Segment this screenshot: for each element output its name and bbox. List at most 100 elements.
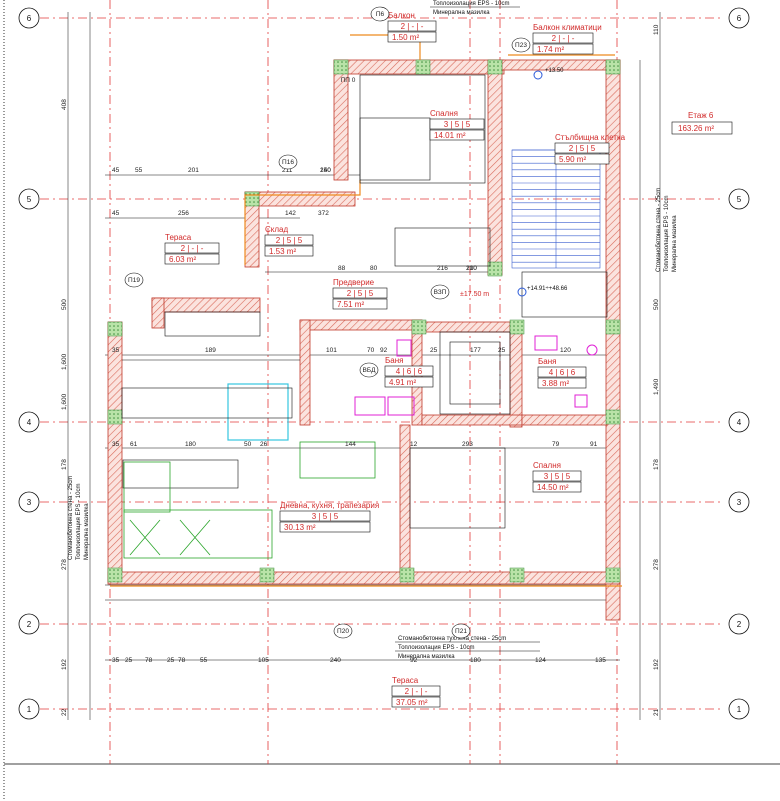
room-code: 4 | 6 | 6 [396,367,423,376]
dim-mid-2: 216 [437,265,448,272]
dim-row5-4: 26 [260,441,268,448]
dim-row5-5: 144 [345,441,356,448]
room-name: Склад [265,225,288,234]
axis-label: 4 [27,418,32,427]
dim-right-v-3: 178 [653,459,660,470]
tag-0: П6 [370,6,390,22]
dim-top-0: 45 [112,167,120,174]
dim-bottom-4: 78 [178,657,186,664]
dim-top-1: 55 [135,167,143,174]
room-area: 6.03 m² [169,255,196,264]
axis-label: 1 [27,705,32,714]
axis-bubble-right-3: 4 [728,411,750,433]
dim-mid-3: 100 [466,265,477,272]
room-code: 2 | - | - [552,34,575,43]
dim-left-v-0: 408 [61,99,68,110]
dim-row2-0: 45 [112,210,120,217]
dim-left-v-7: 22 [61,708,68,716]
tag-label: П21 [455,628,467,635]
axis-bubble-left-2: 5 [18,188,40,210]
room-name: Балкон [388,11,415,20]
axis-label: 2 [27,620,32,629]
room-code: 2 | - | - [405,687,428,696]
room-area: 30.13 m² [284,523,316,532]
room-area: 1.50 m² [392,33,419,42]
dim-row4-6: 177 [470,347,481,354]
note-left-2: Топлоизолация EPS - 10cm [76,484,82,560]
level-marks: +13.50 +14.91÷+48.66 ±17.50 m [460,68,568,298]
room-area: 14.01 m² [434,131,466,140]
room-label-balcony: Балкон 2 | - | - 1.50 m² [387,11,437,43]
dim-top-3: 211 [282,167,293,174]
room-label-living: Дневна, кухня, трапезария 3 | 5 | 5 30.13 … [279,501,379,533]
dim-left-v-4: 178 [61,459,68,470]
room-labels: Балкон 2 | - | - 1.50 m² Балкон климатици 2 … [164,11,626,708]
note-bottom-3: Минерална мазилка [398,654,455,660]
room-code: 3 | 5 | 5 [312,512,339,521]
dim-bottom-7: 240 [330,657,341,664]
dim-right-v-6: 21 [653,708,660,716]
room-name: Балкон климатици [533,23,602,32]
dim-bottom-0: 35 [112,657,120,664]
axis-label: 5 [27,195,32,204]
note-right-1: Стоманобетонна стена - 25cm [656,188,662,272]
dim-row5-9: 91 [590,441,598,448]
room-code: 2 | - | - [401,22,424,31]
dim-row5-0: 35 [112,441,120,448]
dim-row5-1: 61 [130,441,138,448]
floor-label-title: Етаж 6 [688,111,714,120]
room-name: Баня [385,356,403,365]
dim-right-v-1: 500 [653,299,660,310]
tag-4: П20 [333,623,353,639]
room-code: 3 | 5 | 5 [444,120,471,129]
axis-bubble-left-6: 1 [18,698,40,720]
tag-1: П23 [511,37,531,53]
room-name: Предверие [333,278,375,287]
room-area: 14.50 m² [537,483,569,492]
slab-outline [110,34,622,587]
level-lift: ±17.50 m [460,291,489,298]
axis-label: 3 [27,498,32,507]
note-bottom-1: Стоманобетонна тухлена стена - 25cm [398,636,506,642]
axis-bubble-right-2: 5 [728,188,750,210]
floor-label-area: 163.26 m² [678,124,714,133]
dim-row2-3: 142 [285,210,296,217]
room-code: 2 | 5 | 5 [569,144,596,153]
dim-row4-2: 101 [326,347,337,354]
dim-right-v-0: 110 [653,24,660,35]
dim-row5-3: 50 [244,441,252,448]
axis-label: 1 [737,705,742,714]
level-top: +13.50 [545,68,564,74]
notes-left: Стоманобетонна стена - 25cm Топлоизолаци… [68,476,90,560]
axis-bubble-right-5: 2 [728,613,750,635]
dim-row2-2: 372 [318,210,329,217]
tag-6: ВЗП [430,284,450,300]
room-area: 7.51 m² [337,300,364,309]
level-mid: +14.91÷+48.66 [527,286,568,292]
dim-bottom-1: 25 [125,657,133,664]
axis-label: 6 [737,14,742,23]
dim-bottom-5: 55 [200,657,208,664]
dim-left-v-2: 1,600 [61,353,68,370]
room-code: 4 | 6 | 6 [549,368,576,377]
axis-label: 2 [737,620,742,629]
room-area: 37.05 m² [396,698,428,707]
dim-right-v-5: 192 [653,659,660,670]
tag-5: П21 [451,623,471,639]
room-code: 2 | 5 | 5 [276,236,303,245]
room-area: 5.90 m² [559,155,586,164]
room-name: Дневна, кухня, трапезария [280,501,379,510]
dim-left-v-5: 278 [61,559,68,570]
room-name: Баня [538,357,556,366]
dim-row2-1: 256 [178,210,189,217]
